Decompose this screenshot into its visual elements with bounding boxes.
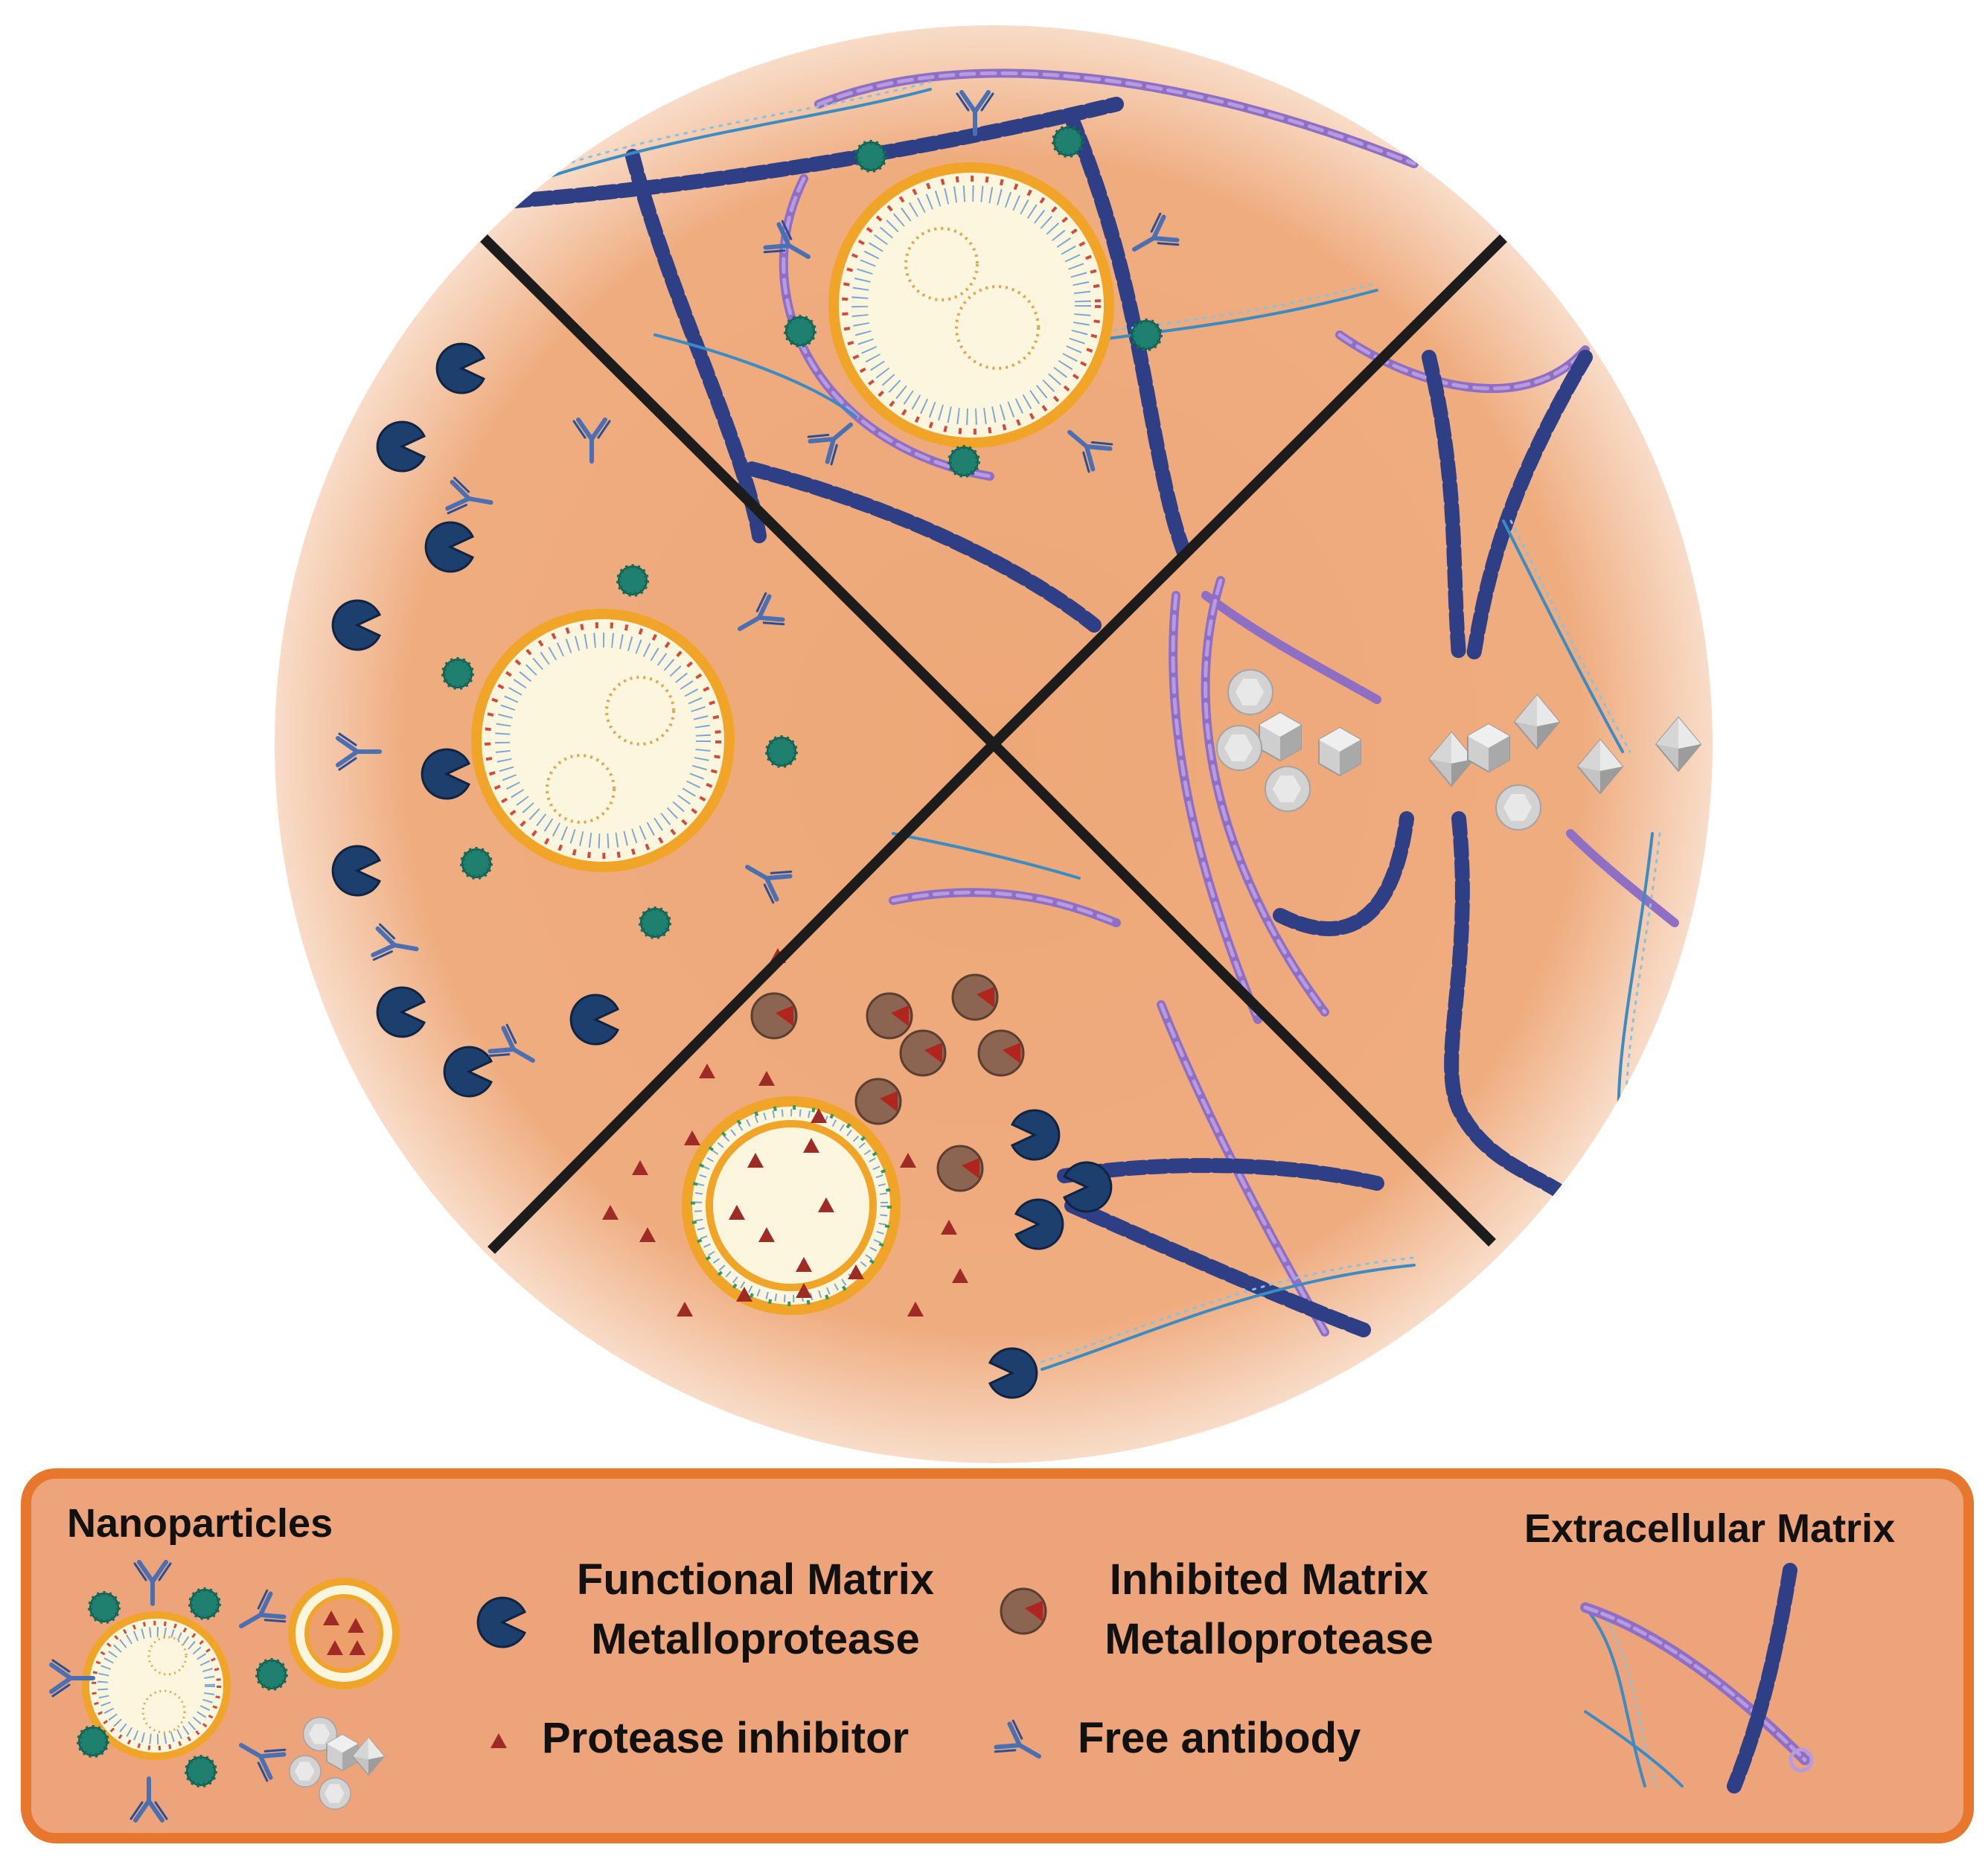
ecm-content bbox=[331, 68, 1701, 1399]
liposome-icon bbox=[51, 1562, 287, 1820]
legend-inhibited-mmp-line2: Metalloprotease bbox=[1105, 1615, 1434, 1663]
legend-protease-inhibitor: Protease inhibitor bbox=[542, 1714, 909, 1762]
inhibitor-liposome-icon bbox=[288, 1578, 400, 1689]
quadrant-dividers bbox=[480, 234, 1507, 1254]
legend-functional-mmp-line1: Functional Matrix bbox=[577, 1555, 934, 1604]
legend-ecm-title: Extracellular Matrix bbox=[1524, 1506, 1895, 1551]
legend-inhibited-mmp-line1: Inhibited Matrix bbox=[1110, 1555, 1429, 1604]
ecm-legend-icon bbox=[1580, 1563, 1814, 1794]
legend-functional-mmp-line2: Metalloprotease bbox=[591, 1615, 920, 1663]
collagen-fiber-icon bbox=[779, 68, 1679, 1337]
left-quadrant bbox=[331, 342, 796, 1098]
legend: Nanoparticles bbox=[21, 1468, 1974, 1843]
targeted-liposome-top bbox=[763, 92, 1179, 476]
mmp-inhibited-icon bbox=[1000, 1587, 1047, 1635]
legend-nanoparticles-title: Nanoparticles bbox=[67, 1501, 333, 1546]
legend-free-antibody: Free antibody bbox=[1078, 1714, 1361, 1762]
fibronectin-chain-icon bbox=[506, 97, 1593, 1340]
bottom-quadrant bbox=[602, 948, 1113, 1399]
